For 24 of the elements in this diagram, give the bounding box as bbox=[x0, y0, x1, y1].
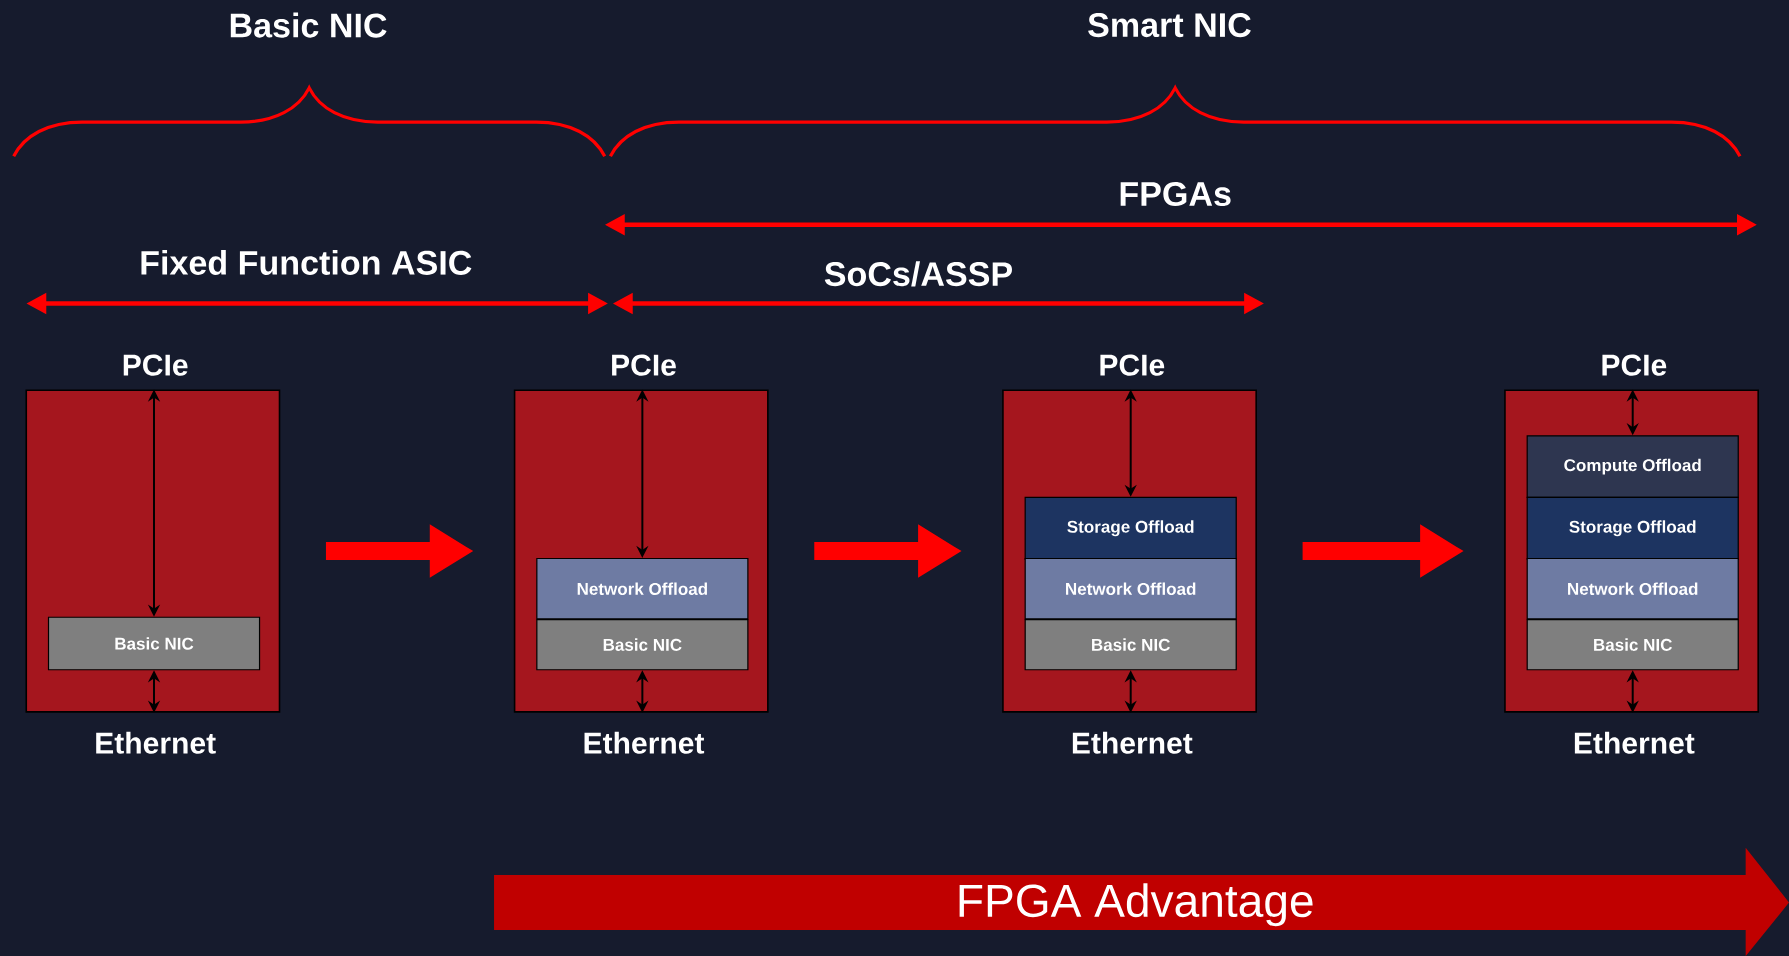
offload-block: Network Offload bbox=[1526, 557, 1739, 620]
offload-block: Basic NIC bbox=[1024, 618, 1237, 671]
offload-block: Storage Offload bbox=[1024, 496, 1237, 560]
heading-label: FPGA Advantage bbox=[959, 883, 1313, 927]
port-label: Ethernet bbox=[96, 731, 216, 754]
port-label: Ethernet bbox=[584, 731, 705, 754]
offload-block: Basic NIC bbox=[1526, 618, 1739, 671]
port-label: Ethernet bbox=[1072, 731, 1193, 754]
heading-label: FPGAs bbox=[1120, 181, 1231, 206]
offload-block: Basic NIC bbox=[47, 616, 261, 671]
port-label: PCIe bbox=[1100, 354, 1165, 376]
offload-block: Network Offload bbox=[536, 557, 749, 620]
offload-block: Network Offload bbox=[1024, 557, 1237, 620]
port-label: PCIe bbox=[612, 354, 676, 376]
heading-label: Smart NIC bbox=[1088, 13, 1251, 38]
port-label: PCIe bbox=[1602, 354, 1667, 376]
offload-block: Compute Offload bbox=[1526, 435, 1739, 498]
offload-block: Storage Offload bbox=[1526, 496, 1739, 560]
port-label: PCIe bbox=[123, 354, 188, 376]
heading-label: SoCs/ASSP bbox=[824, 261, 1012, 287]
heading-label: Basic NIC bbox=[230, 12, 387, 38]
offload-block: Basic NIC bbox=[536, 618, 749, 671]
heading-label: Fixed Function ASIC bbox=[141, 249, 472, 275]
port-label: Ethernet bbox=[1574, 731, 1695, 754]
